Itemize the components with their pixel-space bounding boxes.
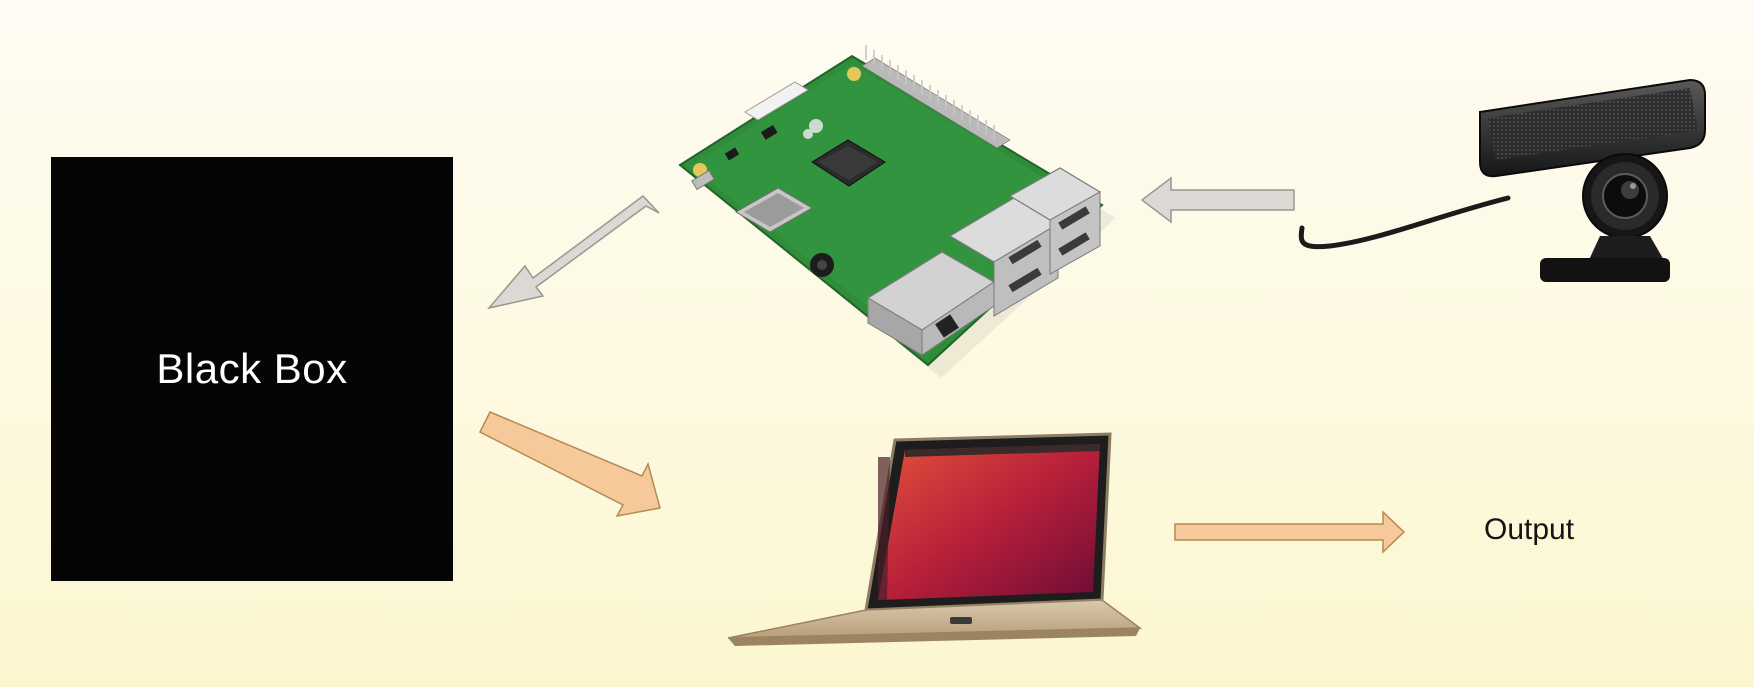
webcam-icon xyxy=(1298,78,1706,282)
black-box: Black Box xyxy=(51,157,453,581)
arrow-black-box-to-laptop xyxy=(478,411,661,518)
laptop-icon xyxy=(727,432,1143,646)
arrow-pi-to-black-box xyxy=(486,194,660,310)
arrow-laptop-to-output xyxy=(1174,510,1406,554)
arrow-camera-to-pi xyxy=(1140,176,1295,224)
output-label: Output xyxy=(1484,513,1575,546)
black-box-label: Black Box xyxy=(156,345,348,392)
raspberry-pi-board-icon xyxy=(678,45,1116,378)
